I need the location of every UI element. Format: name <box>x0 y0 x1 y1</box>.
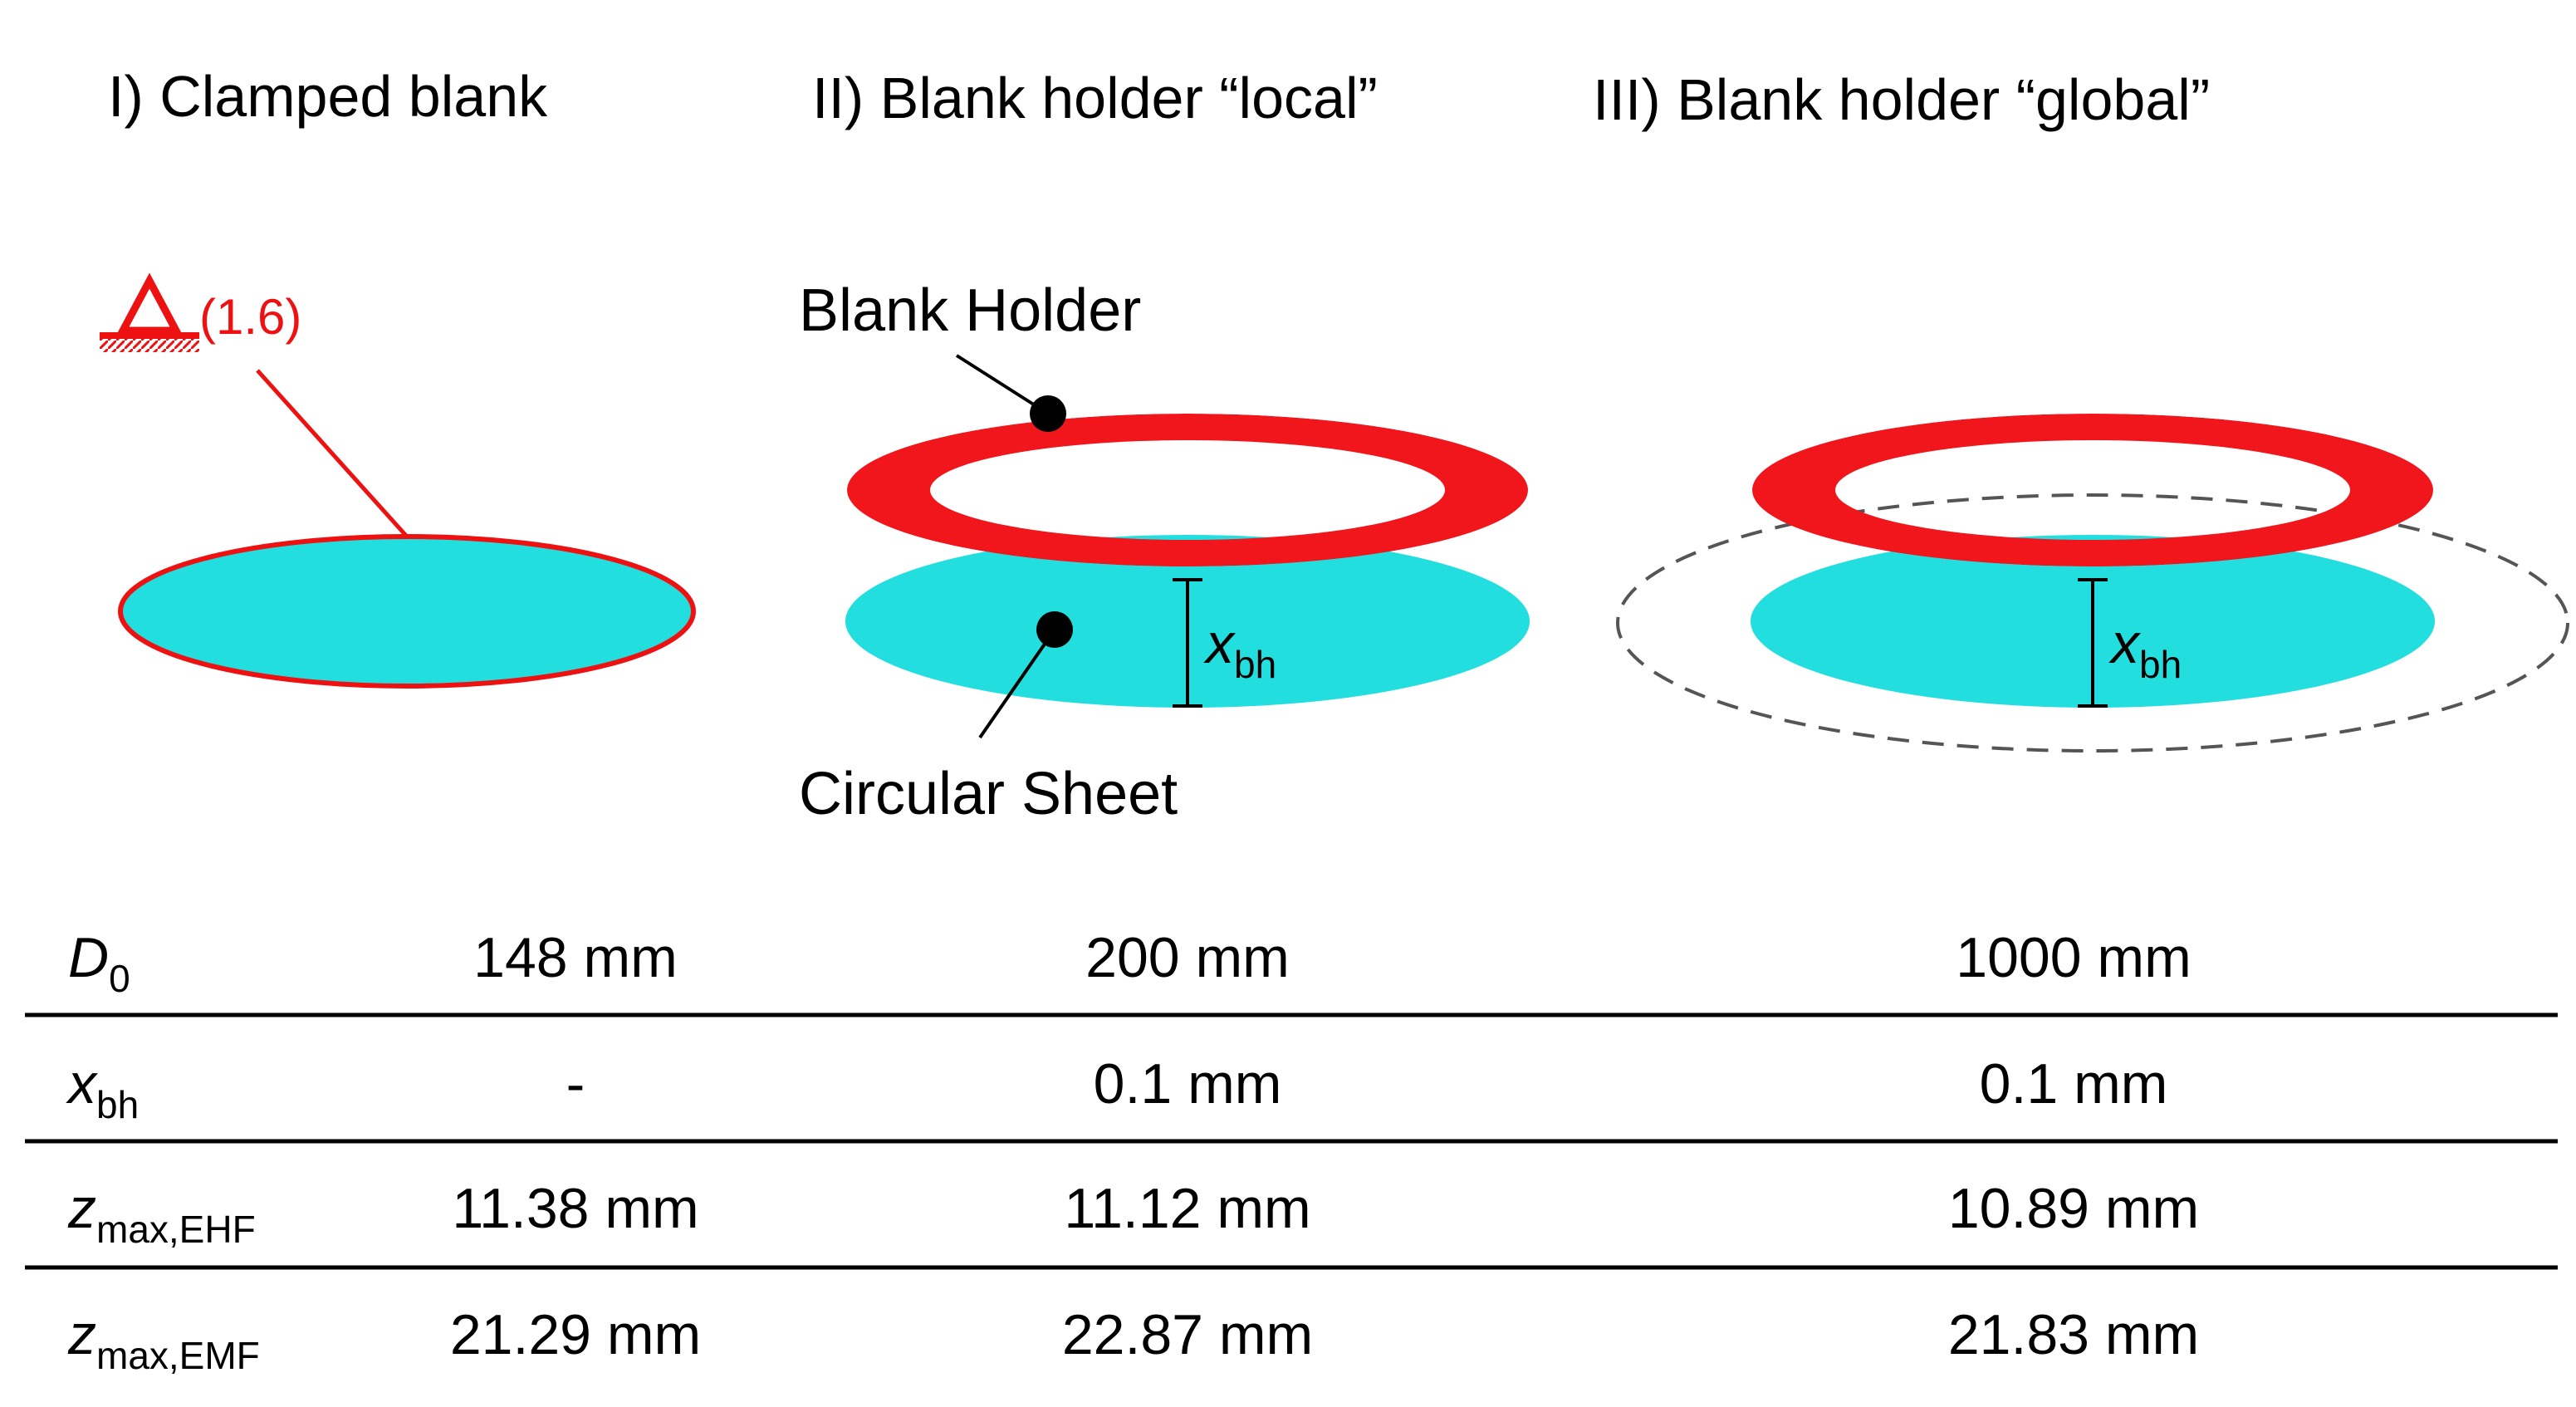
circular-sheet-label: Circular Sheet <box>799 761 1178 827</box>
panel-title-clamped: I) Clamped blank <box>108 64 548 129</box>
cell-global: 21.83 mm <box>1948 1303 2199 1366</box>
local-blank-holder-diagram: xbh Blank Holder Circular Sheet <box>799 277 1530 827</box>
cell-clamped: - <box>566 1052 585 1115</box>
gap-label-local: xbh <box>1203 612 1276 686</box>
fixed-support-icon <box>100 272 199 352</box>
table-row: xbh - 0.1 mm 0.1 mm <box>66 1052 2167 1126</box>
blank-holder-label: Blank Holder <box>799 277 1141 344</box>
table-row: zmax,EHF 11.38 mm 11.12 mm 10.89 mm <box>67 1177 2199 1251</box>
boundary-leader-line <box>256 369 409 538</box>
blank-holder-marker <box>1030 395 1066 432</box>
cell-global: 1000 mm <box>1956 926 2191 989</box>
cell-local: 200 mm <box>1085 926 1290 989</box>
gap-symbol-global: x <box>2108 612 2141 675</box>
cell-global: 10.89 mm <box>1948 1177 2199 1240</box>
gap-dimension-global <box>2078 578 2108 708</box>
table-row: zmax,EMF 21.29 mm 22.87 mm 21.83 mm <box>67 1303 2199 1377</box>
row-symbol: xbh <box>66 1052 139 1126</box>
panel-title-global: III) Blank holder “global” <box>1593 67 2210 132</box>
cell-clamped: 148 mm <box>473 926 678 989</box>
cell-local: 22.87 mm <box>1062 1303 1313 1366</box>
boundary-condition-label: (1.6) <box>199 289 301 345</box>
circular-sheet-leader <box>978 628 1056 739</box>
cell-global: 0.1 mm <box>1980 1052 2168 1115</box>
global-blank-holder-diagram: xbh <box>1616 414 2569 753</box>
row-symbol: zmax,EHF <box>67 1177 256 1251</box>
gap-subscript-local: bh <box>1234 643 1276 686</box>
gap-dimension-local <box>1173 578 1202 708</box>
row-symbol: zmax,EMF <box>67 1303 260 1377</box>
cell-clamped: 11.38 mm <box>452 1177 698 1240</box>
gap-symbol-local: x <box>1203 612 1236 675</box>
panel-title-local: II) Blank holder “local” <box>812 66 1378 130</box>
gap-subscript-global: bh <box>2139 643 2182 686</box>
cell-local: 11.12 mm <box>1064 1177 1310 1240</box>
table-row: D0 148 mm 200 mm 1000 mm <box>68 926 2192 1000</box>
clamped-circular-sheet <box>118 534 696 689</box>
row-symbol: D0 <box>68 926 130 1000</box>
results-table: D0 148 mm 200 mm 1000 mm xbh - 0.1 mm 0.… <box>25 926 2558 1377</box>
cell-local: 0.1 mm <box>1094 1052 1282 1115</box>
cell-clamped: 21.29 mm <box>450 1303 701 1366</box>
blank-holder-ring-local <box>847 414 1528 566</box>
clamped-blank-diagram: (1.6) <box>100 272 696 689</box>
blank-holder-ring-global <box>1752 414 2433 566</box>
gap-label-global: xbh <box>2108 612 2182 686</box>
